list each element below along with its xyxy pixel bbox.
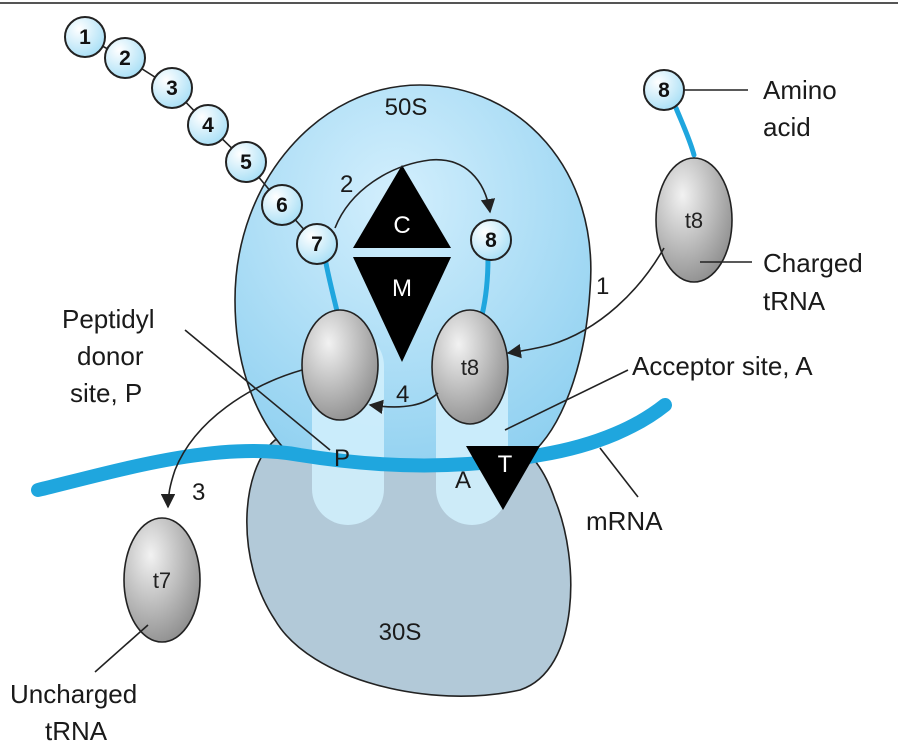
triangle-t-label: T bbox=[498, 451, 513, 478]
a-site-bead bbox=[470, 219, 512, 261]
chain-bead bbox=[261, 184, 303, 226]
chain-bead bbox=[187, 104, 229, 146]
peptidyl-label-line3: site, P bbox=[70, 378, 142, 408]
step-2-number: 2 bbox=[340, 171, 353, 198]
step-4-arrow bbox=[368, 392, 439, 414]
chain-bead bbox=[104, 37, 146, 79]
chain-bead-label: 6 bbox=[276, 194, 288, 217]
peptidyl-label-line2: donor bbox=[77, 341, 144, 371]
chain-bead bbox=[151, 67, 193, 109]
step-3-number: 3 bbox=[192, 479, 205, 506]
uncharged-trna-label: t7 bbox=[153, 568, 171, 593]
charged-trna-label: t8 bbox=[685, 208, 703, 233]
small-subunit-label: 30S bbox=[379, 619, 422, 646]
charged-trna-label-line1: Charged bbox=[763, 248, 863, 278]
uncharged-leader bbox=[94, 624, 149, 673]
step-2-arrow bbox=[334, 159, 496, 229]
triangle-t bbox=[466, 446, 540, 510]
small-subunit-30s bbox=[246, 439, 572, 697]
mrna-leader bbox=[599, 447, 639, 498]
chain-bead-label: 4 bbox=[202, 114, 214, 137]
triangle-m bbox=[353, 257, 451, 362]
step-1-number: 1 bbox=[596, 273, 609, 300]
step-3-arrow bbox=[160, 369, 303, 509]
acceptor-leader bbox=[504, 369, 629, 431]
a-site-trna bbox=[431, 309, 509, 425]
chain-bead-label: 2 bbox=[119, 47, 131, 70]
chain-bead-label: 5 bbox=[240, 151, 252, 174]
mrna-strand bbox=[31, 398, 672, 497]
charged-trna bbox=[655, 157, 733, 283]
amino-acid-label-line1: Amino bbox=[763, 75, 837, 105]
triangle-m-label: M bbox=[392, 275, 412, 302]
a-site-trna-stem bbox=[479, 255, 491, 318]
uncharged-trna-label-line1: Uncharged bbox=[10, 679, 137, 709]
chain-bead bbox=[296, 223, 338, 265]
step-1-arrow bbox=[506, 247, 665, 359]
a-site-trna-label: t8 bbox=[461, 355, 479, 380]
step-4-number: 4 bbox=[396, 381, 409, 408]
uncharged-trna-label-line2: tRNA bbox=[45, 716, 108, 746]
p-site-trna bbox=[301, 309, 379, 421]
peptidyl-leader bbox=[184, 329, 331, 451]
incoming-amino-acid-bead-label: 8 bbox=[658, 79, 670, 102]
charged-trna-stem bbox=[673, 105, 697, 158]
a-site-letter: A bbox=[455, 467, 471, 494]
peptidyl-label-line1: Peptidyl bbox=[62, 304, 155, 334]
chain-bead-label: 1 bbox=[79, 26, 91, 49]
charged-trna-label-line2: tRNA bbox=[763, 286, 826, 316]
uncharged-trna bbox=[123, 517, 201, 643]
triangle-c-label: C bbox=[393, 212, 410, 239]
chain-bead-label: 3 bbox=[166, 77, 178, 100]
chain-bead bbox=[225, 141, 267, 183]
chain-bead-label: 7 bbox=[311, 233, 323, 256]
chain-bead bbox=[64, 16, 106, 58]
acceptor-site-label: Acceptor site, A bbox=[632, 351, 813, 381]
large-subunit-label: 50S bbox=[385, 94, 428, 121]
a-site-bead-label: 8 bbox=[485, 229, 497, 252]
peptide-chain: 1 2 3 4 5 6 7 bbox=[64, 16, 338, 265]
amino-acid-label-line2: acid bbox=[763, 112, 811, 142]
triangle-c bbox=[353, 165, 451, 248]
p-site-letter: P bbox=[334, 445, 350, 472]
mrna-label: mRNA bbox=[586, 506, 663, 536]
